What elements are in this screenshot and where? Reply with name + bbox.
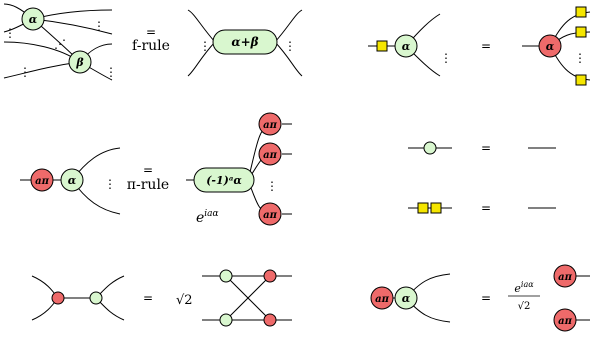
alpha-pi-copy-label: α — [402, 292, 411, 305]
dots-rhs-left: ⋮ — [199, 39, 211, 53]
equals-copy: = — [481, 39, 491, 53]
yellow-box-top — [575, 6, 587, 18]
dots-copy-rhs: ⋮ — [574, 51, 586, 65]
yellow-box-mid — [575, 26, 587, 38]
bialg-green-dot — [89, 291, 103, 305]
dots-left-bottom: ⋮ — [19, 65, 31, 79]
equals-bialgebra: = — [143, 291, 153, 305]
bialg-red-dot — [51, 291, 65, 305]
spider-a-pi-top — [258, 112, 282, 136]
copy-rule-lhs: ⋮ α — [368, 13, 452, 77]
f-rule-lhs: ⋮ ⋮ ⋰ ⋮ ⋮ α β — [3, 3, 117, 81]
yellow-box-h1 — [417, 202, 429, 214]
a-pi-label-lhs: aπ — [35, 176, 49, 187]
phase-fraction: eiaα √2 — [508, 280, 540, 312]
spider-alpha-copy — [394, 34, 418, 58]
spider-alpha-pi-copy — [394, 286, 418, 310]
spider-a-pi-bottom — [258, 202, 282, 226]
yellow-box-lhs — [376, 40, 388, 52]
dots-pi-lhs: ⋮ — [104, 177, 116, 191]
spider-neg-one-alpha — [193, 167, 255, 193]
pi-copy-lhs: aπ α — [370, 273, 451, 323]
a-pi-label-top: aπ — [263, 120, 277, 131]
a-pi-label-mid: aπ — [263, 150, 277, 161]
bialg-rhs-green-bottom — [219, 313, 233, 327]
dots-diagonal: ⋰ — [54, 37, 66, 51]
alpha-plus-beta-label: α+β — [231, 35, 258, 49]
bialg-rhs-red-top — [263, 269, 277, 283]
pi-rule-lhs: ⋮ aπ α — [20, 147, 121, 215]
spider-alpha-plus-beta — [212, 29, 278, 55]
copy-rule-rhs: ⋮ α — [522, 6, 591, 86]
yellow-box-h2 — [430, 202, 442, 214]
neg-one-alpha-label: (-1)ᵃα — [206, 174, 242, 187]
spider-alpha-pi — [60, 168, 84, 192]
spider-a-pi-copy-bottom — [553, 308, 577, 332]
phase-factor: eiaα — [196, 209, 219, 226]
equals-identity-h: = — [481, 201, 491, 215]
sqrt2-factor: √2 — [176, 293, 193, 308]
phaseless-green-spider — [423, 141, 437, 155]
alpha-copy-label: α — [402, 40, 411, 53]
dots-right-top: ⋮ — [93, 19, 105, 33]
beta-label: β — [75, 56, 84, 69]
fraction-denominator: √2 — [518, 301, 531, 312]
dots-pi-rhs: ⋮ — [266, 179, 278, 193]
identity-hadamard: = — [408, 201, 556, 215]
spider-a-pi-lhs — [30, 168, 54, 192]
spider-alpha-red — [538, 34, 562, 58]
bialgebra-rhs — [202, 269, 292, 327]
spider-a-pi-mid — [258, 142, 282, 166]
equals-pi-rule: = — [143, 163, 153, 177]
pi-rule-rhs: ⋮ (-1)ᵃα aπ aπ aπ eiaα — [186, 112, 292, 226]
a-pi-label-bottom: aπ — [263, 210, 277, 221]
a-pi-copy-top-label: aπ — [558, 272, 572, 283]
pi-rule-label: π-rule — [127, 177, 169, 193]
spider-a-pi-copy-top — [553, 264, 577, 288]
identity-green: = — [408, 141, 556, 155]
fraction-numerator: eiaα — [514, 280, 534, 295]
dots-copy-lhs: ⋮ — [440, 51, 452, 65]
equals-pi-copy: = — [481, 291, 491, 305]
dots-left-top: ⋮ — [4, 26, 16, 40]
bialg-rhs-red-bottom — [263, 313, 277, 327]
dots-rhs-right: ⋮ — [284, 39, 296, 53]
f-rule-label: f-rule — [132, 38, 170, 54]
spider-a-pi-copy — [370, 286, 394, 310]
alpha-pi-label: α — [68, 174, 77, 187]
f-rule-rhs: ⋮ ⋮ α+β — [187, 9, 303, 77]
dots-right-bottom: ⋮ — [105, 65, 117, 79]
alpha-red-label: α — [546, 40, 555, 53]
bialg-rhs-green-top — [219, 269, 233, 283]
bialgebra-lhs — [31, 275, 125, 321]
a-pi-copy-label: aπ — [375, 294, 389, 305]
pi-copy-rhs: aπ aπ — [553, 264, 590, 332]
equals-f-rule: = — [146, 25, 156, 39]
spider-alpha: α — [21, 7, 45, 31]
spider-beta: β — [68, 50, 92, 74]
yellow-box-bottom — [575, 74, 587, 86]
alpha-label: α — [29, 13, 38, 26]
a-pi-copy-bottom-label: aπ — [558, 316, 572, 327]
equals-identity-green: = — [481, 141, 491, 155]
